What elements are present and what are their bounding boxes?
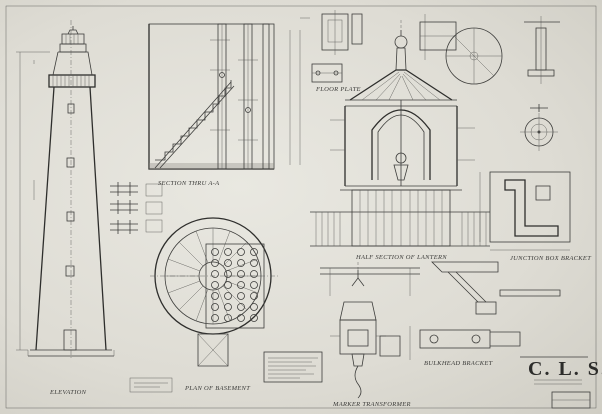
plan-basement-label: PLAN OF BASEMENT [185,385,251,392]
bulkhead-bracket-label: BULKHEAD BRACKET [424,360,493,367]
half-section-lantern-drawing [310,20,490,247]
half-section-lantern-label: HALF SECTION OF LANTERN [356,254,447,261]
marker-transformer-label: MARKER TRANSFORMER [333,401,411,408]
elevation-label: ELEVATION [50,389,87,396]
top-right-details [419,14,560,151]
floor-plate-label: FLOOR PLATE [316,86,361,93]
sheet-border [5,5,597,409]
elevation-drawing [16,20,115,360]
plan-basement-drawing [150,217,278,367]
floor-plate-drawing [300,10,363,83]
section-aa-drawing [148,23,301,170]
title-block-lines [520,356,591,409]
junction-box-bracket-label: JUNCTION BOX BRACKET [510,255,592,262]
notes-block [129,351,323,393]
bracket-drawings [320,261,561,360]
section-aa-label: SECTION THRU A-A [158,180,220,187]
title-block-initials: C. L. S. [528,358,602,380]
marker-transformer-drawing [330,262,386,399]
junction-box-bracket-drawing [479,171,571,251]
fitting-details [110,182,163,234]
